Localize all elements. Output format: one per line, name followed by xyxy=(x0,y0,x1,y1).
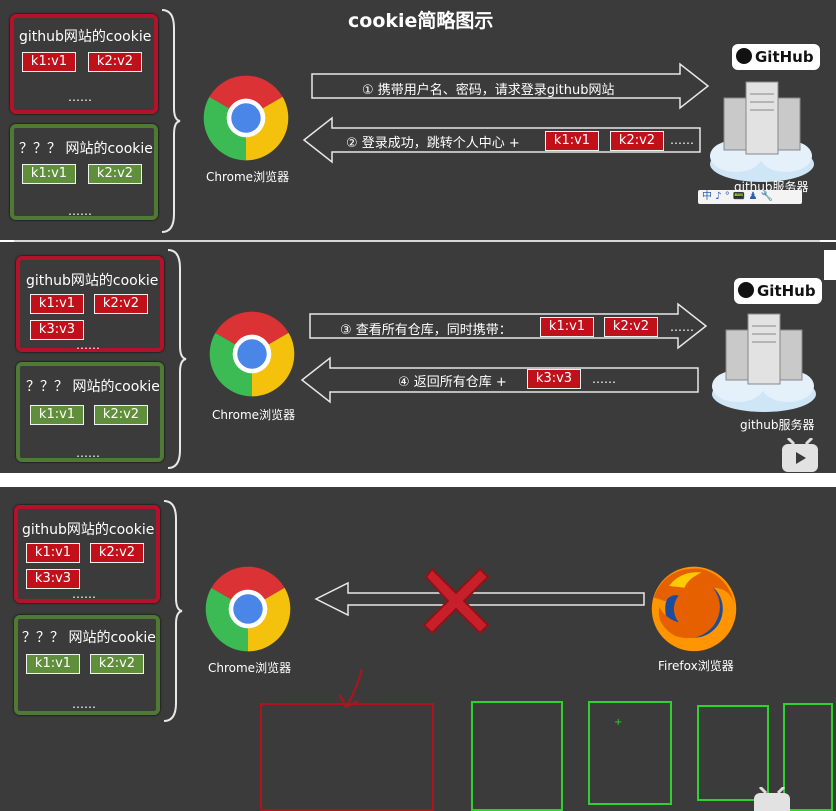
firefox-icon xyxy=(651,566,737,652)
bracket xyxy=(167,249,187,469)
panel-login: cookie简略图示 github网站的cookie k1:v1 k2:v2 …… xyxy=(0,0,836,240)
cookie-k2: k2:v2 xyxy=(88,52,142,72)
response-cookie: k1:v1 xyxy=(545,131,599,151)
step4-label: ④ 返回所有仓库 + xyxy=(398,375,507,390)
github-logo: GitHub xyxy=(734,278,822,304)
chrome-label: Chrome浏览器 xyxy=(212,408,296,422)
ellipsis: …… xyxy=(72,697,96,711)
cookie-k2: k2:v2 xyxy=(94,405,148,425)
other-cookie-box xyxy=(10,124,158,220)
cookie-k1: k1:v1 xyxy=(26,654,80,674)
github-octocat-icon xyxy=(736,48,752,64)
server-label: github服务器 xyxy=(740,418,815,432)
other-cookie-title: ？？？ 网站的cookie xyxy=(19,141,153,157)
github-cookie-title: github网站的cookie xyxy=(19,29,152,45)
response-arrow xyxy=(300,356,699,404)
server-icon xyxy=(712,313,816,412)
annotation-green-box xyxy=(471,701,563,811)
other-cookie-box xyxy=(16,362,164,462)
white-edge xyxy=(824,250,836,280)
ellipsis: …… xyxy=(76,446,100,460)
diagram-title: cookie简略图示 xyxy=(348,10,494,32)
cookie-k1: k1:v1 xyxy=(30,294,84,314)
ellipsis: …… xyxy=(76,338,100,352)
divider xyxy=(14,240,820,242)
response-arrow xyxy=(302,116,701,164)
ime-toolbar: 中 ♪ ° 📟 ♟ 🔧 xyxy=(698,190,802,204)
cookie-k1: k1:v1 xyxy=(26,543,80,563)
step3-label: ③ 查看所有仓库，同时携带： xyxy=(340,323,512,338)
cursor-crosshair: + xyxy=(614,717,623,728)
blocked-arrow xyxy=(314,581,645,617)
cross-icon xyxy=(422,567,490,635)
chrome-icon xyxy=(203,75,289,161)
other-cookie-title: ？？？ 网站的cookie xyxy=(26,379,160,395)
response-cookie: k2:v2 xyxy=(610,131,664,151)
ellipsis: …… xyxy=(68,90,92,104)
other-cookie-title: ？？？ 网站的cookie xyxy=(22,630,156,646)
cookie-k1: k1:v1 xyxy=(22,52,76,72)
chrome-icon xyxy=(205,566,291,652)
video-icon xyxy=(754,787,790,811)
annotation-green-box xyxy=(783,703,833,811)
bracket xyxy=(163,500,183,722)
cookie-k3: k3:v3 xyxy=(30,320,84,340)
chrome-label: Chrome浏览器 xyxy=(208,661,292,675)
cookie-k2: k2:v2 xyxy=(94,294,148,314)
panel-repos: github网站的cookie k1:v1 k2:v2 k3:v3 …… ？？？… xyxy=(0,242,836,473)
step2-label: ② 登录成功，跳转个人中心 + xyxy=(346,136,520,151)
firefox-label: Firefox浏览器 xyxy=(658,659,734,673)
response-cookie: k3:v3 xyxy=(527,369,581,389)
cookie-k2: k2:v2 xyxy=(90,543,144,563)
annotation-green-box xyxy=(697,705,769,801)
request-arrow xyxy=(311,62,710,110)
server-icon xyxy=(710,81,814,182)
ellipsis: …… xyxy=(670,133,694,147)
cookie-k2: k2:v2 xyxy=(90,654,144,674)
annotation-red-box xyxy=(260,703,434,811)
other-cookie-box xyxy=(14,615,160,715)
github-cookie-box xyxy=(14,505,160,603)
ellipsis: …… xyxy=(592,372,616,386)
panel-firefox: github网站的cookie k1:v1 k2:v2 k3:v3 …… ？？？… xyxy=(0,487,836,811)
step1-label: ① 携带用户名、密码，请求登录github网站 xyxy=(362,83,615,98)
request-arrow xyxy=(309,302,708,350)
github-octocat-icon xyxy=(738,282,754,298)
github-logo-text: GitHub xyxy=(755,48,814,66)
cookie-k2: k2:v2 xyxy=(88,164,142,184)
cookie-k3: k3:v3 xyxy=(26,569,80,589)
github-cookie-title: github网站的cookie xyxy=(22,522,155,538)
github-cookie-title: github网站的cookie xyxy=(26,273,159,289)
chrome-icon xyxy=(209,311,295,397)
annotation-green-box xyxy=(588,701,672,805)
cookie-k1: k1:v1 xyxy=(22,164,76,184)
github-cookie-box xyxy=(16,256,164,352)
bracket xyxy=(161,9,181,233)
request-cookie: k2:v2 xyxy=(604,317,658,337)
ellipsis: …… xyxy=(670,320,694,334)
video-icon xyxy=(782,438,818,472)
github-logo: GitHub xyxy=(732,44,820,70)
github-cookie-box xyxy=(10,14,158,114)
github-logo-text: GitHub xyxy=(757,282,816,300)
request-cookie: k1:v1 xyxy=(540,317,594,337)
ellipsis: …… xyxy=(68,204,92,218)
ellipsis: …… xyxy=(72,587,96,601)
chrome-label: Chrome浏览器 xyxy=(206,170,290,184)
cookie-k1: k1:v1 xyxy=(30,405,84,425)
